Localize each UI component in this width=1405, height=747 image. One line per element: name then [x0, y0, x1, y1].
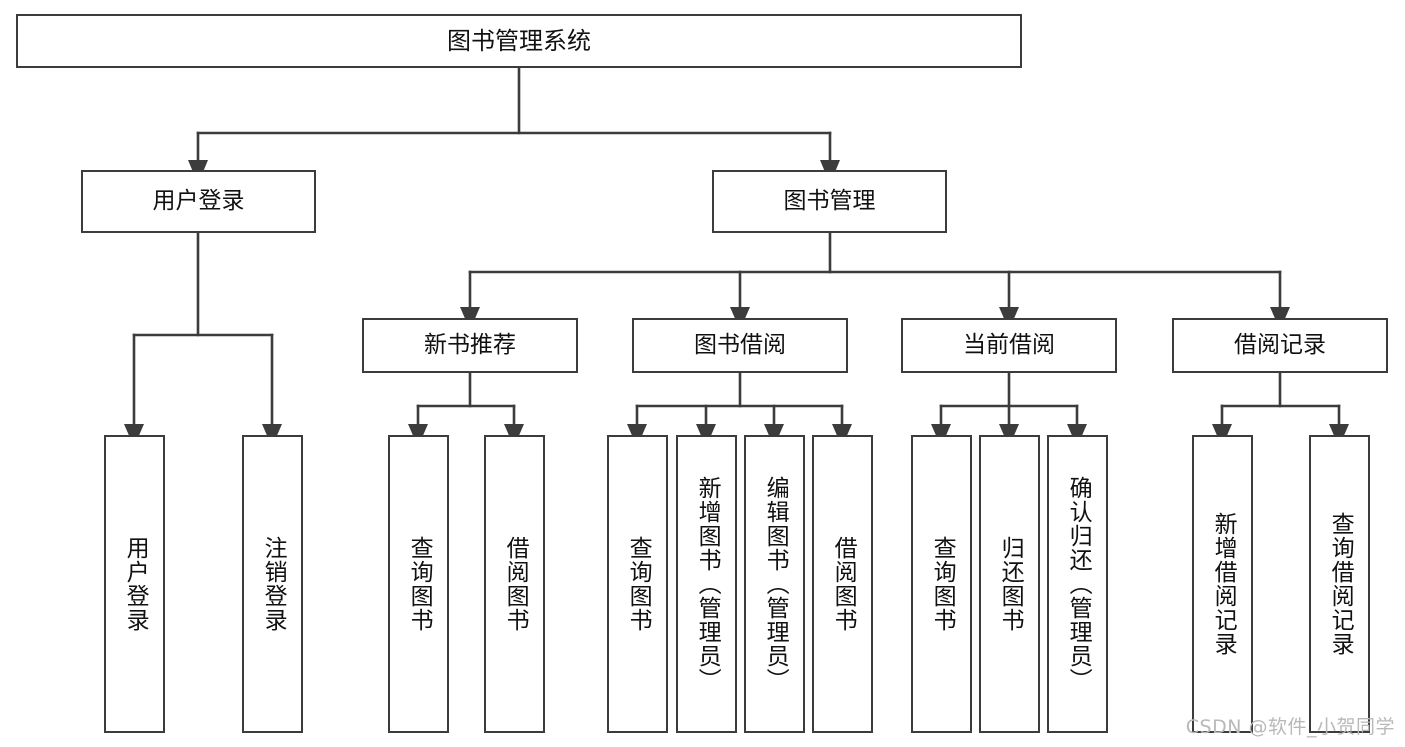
leaf-user-login-label: 用户登录: [122, 536, 149, 632]
leaf-add-book[interactable]: 新增图书（管理员）: [676, 435, 737, 733]
leaf-query-book-1[interactable]: 查询图书: [388, 435, 449, 733]
leaf-user-logout-label: 注销登录: [260, 536, 287, 632]
node-book-borrow[interactable]: 图书借阅: [632, 318, 848, 373]
leaf-return-book[interactable]: 归还图书: [979, 435, 1040, 733]
leaf-return-book-label: 归还图书: [997, 536, 1024, 632]
node-book-borrow-label: 图书借阅: [694, 331, 786, 358]
node-root[interactable]: 图书管理系统: [16, 14, 1022, 68]
node-new-book-recommend-label: 新书推荐: [424, 331, 516, 358]
leaf-query-book-1-label: 查询图书: [406, 536, 433, 632]
leaf-edit-book[interactable]: 编辑图书（管理员）: [744, 435, 805, 733]
leaf-user-logout[interactable]: 注销登录: [242, 435, 303, 733]
node-book-manage-label: 图书管理: [783, 187, 876, 214]
leaf-query-book-2-label: 查询图书: [625, 536, 652, 632]
node-book-manage[interactable]: 图书管理: [712, 170, 947, 233]
node-borrow-record[interactable]: 借阅记录: [1172, 318, 1388, 373]
leaf-borrow-book-2-label: 借阅图书: [830, 536, 857, 632]
leaf-confirm-return[interactable]: 确认归还（管理员）: [1047, 435, 1108, 733]
leaf-add-book-label: 新增图书（管理员）: [694, 476, 721, 692]
leaf-query-book-2[interactable]: 查询图书: [607, 435, 668, 733]
leaf-query-record[interactable]: 查询借阅记录: [1309, 435, 1370, 733]
node-root-label: 图书管理系统: [447, 26, 591, 55]
leaf-query-book-3[interactable]: 查询图书: [911, 435, 972, 733]
leaf-borrow-book-1-label: 借阅图书: [502, 536, 529, 632]
node-user-login-label: 用户登录: [152, 187, 245, 214]
leaf-edit-book-label: 编辑图书（管理员）: [762, 476, 789, 692]
node-new-book-recommend[interactable]: 新书推荐: [362, 318, 578, 373]
leaf-borrow-book-2[interactable]: 借阅图书: [812, 435, 873, 733]
node-current-borrow[interactable]: 当前借阅: [901, 318, 1117, 373]
node-current-borrow-label: 当前借阅: [963, 331, 1055, 358]
node-borrow-record-label: 借阅记录: [1234, 331, 1326, 358]
leaf-borrow-book-1[interactable]: 借阅图书: [484, 435, 545, 733]
leaf-user-login[interactable]: 用户登录: [104, 435, 165, 733]
node-user-login[interactable]: 用户登录: [81, 170, 316, 233]
leaf-add-record[interactable]: 新增借阅记录: [1192, 435, 1253, 733]
leaf-confirm-return-label: 确认归还（管理员）: [1065, 476, 1092, 692]
leaf-add-record-label: 新增借阅记录: [1210, 512, 1237, 656]
leaf-query-record-label: 查询借阅记录: [1327, 512, 1354, 656]
leaf-query-book-3-label: 查询图书: [929, 536, 956, 632]
